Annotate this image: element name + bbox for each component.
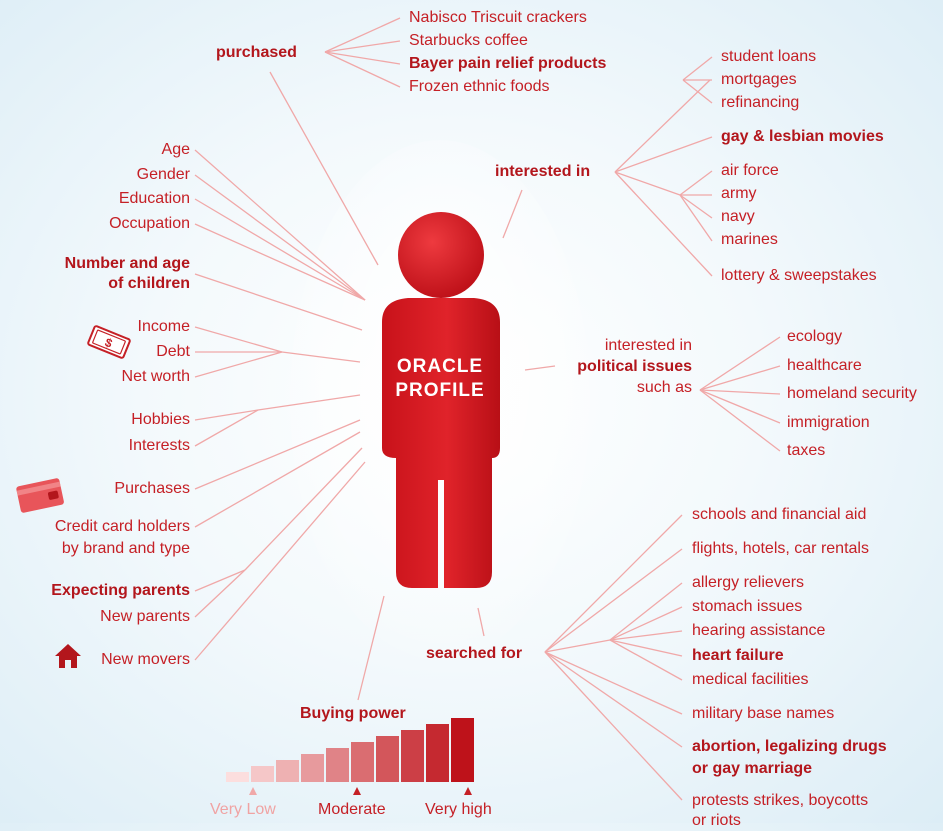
buying-power-bar bbox=[251, 766, 274, 782]
children-line1: Number and age bbox=[64, 255, 190, 272]
figure-body bbox=[382, 298, 500, 588]
buying-power-bar bbox=[376, 736, 399, 782]
purchased-item: Bayer pain relief products bbox=[409, 55, 607, 72]
level-marker-moderate bbox=[353, 787, 361, 795]
expecting-item: Expecting parents bbox=[51, 582, 190, 599]
search-item: protests strikes, boycotts bbox=[692, 792, 869, 809]
buying-power-scale bbox=[226, 718, 474, 782]
house-icon bbox=[55, 644, 81, 668]
searched-for-heading: searched for bbox=[426, 645, 523, 662]
movies-item: gay & lesbian movies bbox=[721, 128, 884, 145]
buying-power-bar bbox=[351, 742, 374, 782]
figure-head bbox=[398, 212, 484, 298]
political-item: homeland security bbox=[787, 385, 917, 402]
money-item: Debt bbox=[156, 343, 190, 360]
level-very-high: Very high bbox=[425, 801, 492, 818]
buying-power-bar bbox=[226, 772, 249, 782]
military-item: marines bbox=[721, 231, 778, 248]
finance-item: mortgages bbox=[721, 71, 797, 88]
figure-label-line2: PROFILE bbox=[395, 380, 485, 401]
search-item: stomach issues bbox=[692, 598, 803, 615]
buying-power-bar bbox=[326, 748, 349, 782]
figure-label-line1: ORACLE bbox=[396, 356, 484, 377]
children-line2: of children bbox=[108, 275, 190, 292]
purchased-item: Frozen ethnic foods bbox=[409, 78, 550, 95]
money-item: Net worth bbox=[121, 368, 190, 385]
interested-in-heading: interested in bbox=[495, 163, 591, 180]
political-item: ecology bbox=[787, 328, 843, 345]
credit-line1: Credit card holders bbox=[54, 518, 190, 535]
search-item: medical facilities bbox=[692, 671, 809, 688]
level-moderate: Moderate bbox=[318, 801, 386, 818]
search-item: military base names bbox=[692, 705, 835, 722]
buying-power-bar bbox=[301, 754, 324, 782]
buying-power-bar bbox=[401, 730, 424, 782]
new-movers-item: New movers bbox=[101, 651, 190, 668]
level-very-low: Very Low bbox=[210, 801, 276, 818]
political-line3: such as bbox=[636, 379, 692, 396]
credit-line2: by brand and type bbox=[61, 540, 190, 557]
lottery-item: lottery & sweepstakes bbox=[721, 267, 877, 284]
new-parents-item: New parents bbox=[100, 608, 190, 625]
demographic-item: Gender bbox=[136, 166, 190, 183]
interests-item: Interests bbox=[128, 437, 190, 454]
purchases-item: Purchases bbox=[114, 480, 190, 497]
buying-power-heading: Buying power bbox=[300, 705, 406, 722]
demographic-item: Age bbox=[161, 141, 190, 158]
political-item: immigration bbox=[787, 414, 870, 431]
search-item: schools and financial aid bbox=[692, 506, 867, 523]
search-item: or gay marriage bbox=[692, 760, 813, 777]
purchased-item: Nabisco Triscuit crackers bbox=[409, 9, 587, 26]
purchased-heading: purchased bbox=[216, 44, 297, 61]
purchased-item: Starbucks coffee bbox=[409, 32, 528, 49]
level-marker-very-low bbox=[249, 787, 257, 795]
political-item: taxes bbox=[787, 442, 826, 459]
search-item: abortion, legalizing drugs bbox=[692, 738, 887, 755]
hobbies-item: Hobbies bbox=[131, 411, 190, 428]
search-item: or riots bbox=[692, 812, 741, 829]
buying-power-bar bbox=[451, 718, 474, 782]
search-item: heart failure bbox=[692, 647, 784, 664]
search-item: flights, hotels, car rentals bbox=[692, 540, 869, 557]
search-item: hearing assistance bbox=[692, 622, 826, 639]
buying-power-bar bbox=[426, 724, 449, 782]
demographic-item: Occupation bbox=[109, 215, 190, 232]
buying-power-bar bbox=[276, 760, 299, 782]
military-item: navy bbox=[721, 208, 755, 225]
finance-item: refinancing bbox=[721, 94, 800, 111]
political-line2: political issues bbox=[577, 358, 692, 375]
military-item: army bbox=[721, 185, 757, 202]
credit-card-icon bbox=[16, 478, 64, 513]
money-item: Income bbox=[137, 318, 190, 335]
political-line1: interested in bbox=[604, 337, 692, 354]
political-item: healthcare bbox=[787, 357, 862, 374]
military-item: air force bbox=[721, 162, 779, 179]
search-item: allergy relievers bbox=[692, 574, 805, 591]
svg-text:$: $ bbox=[103, 335, 115, 351]
dollar-bill-icon: $ bbox=[87, 325, 131, 359]
level-marker-very-high bbox=[464, 787, 472, 795]
level-markers bbox=[249, 787, 472, 795]
demographic-item: Education bbox=[118, 190, 190, 207]
finance-item: student loans bbox=[721, 48, 817, 65]
